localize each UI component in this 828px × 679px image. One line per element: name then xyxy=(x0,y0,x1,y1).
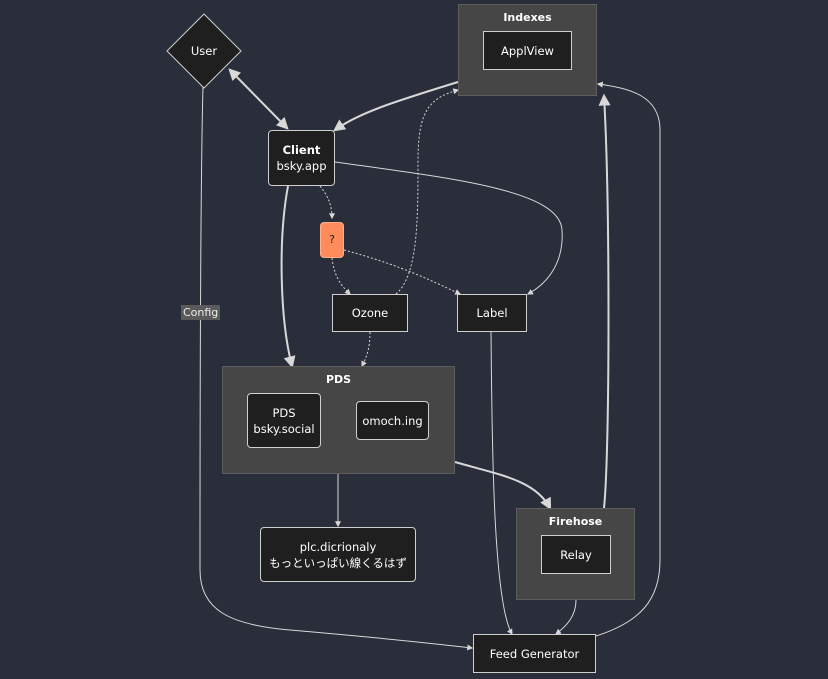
client-subtitle: bsky.app xyxy=(276,159,327,173)
indexes-title: Indexes xyxy=(503,11,552,24)
feed-generator-label: Feed Generator xyxy=(489,646,580,661)
pds-subtitle: bsky.social xyxy=(253,421,315,436)
edge-indexes-client xyxy=(333,81,459,132)
client-title: Client xyxy=(282,143,321,157)
feed-generator-node[interactable]: Feed Generator xyxy=(473,634,596,673)
pds-node[interactable]: PDS bsky.social xyxy=(247,393,321,448)
relay-label: Relay xyxy=(560,547,592,562)
question-node[interactable]: ? xyxy=(320,222,344,258)
label-label: Label xyxy=(476,306,508,320)
edge-client-question xyxy=(319,185,335,220)
edge-pds-firehose xyxy=(454,461,552,511)
omoch-node[interactable]: omoch.ing xyxy=(356,401,429,440)
label-node[interactable]: Label xyxy=(457,294,527,332)
client-node[interactable]: Client bsky.app xyxy=(268,130,335,186)
edge-feed-indexes xyxy=(595,81,661,637)
appview-node[interactable]: ApplView xyxy=(483,31,572,70)
edge-question-label xyxy=(343,249,462,295)
edge-ozone-pds xyxy=(361,331,371,368)
ozone-label: Ozone xyxy=(351,306,389,320)
appview-label: ApplView xyxy=(501,43,554,58)
edge-label-feed xyxy=(490,331,513,636)
edge-question-ozone xyxy=(331,257,351,295)
user-diamond-shape xyxy=(166,13,242,89)
relay-node[interactable]: Relay xyxy=(541,535,611,574)
plc-subtitle: もっといっぱい線くるはず xyxy=(269,555,407,570)
firehose-title: Firehose xyxy=(548,515,603,528)
edge-firehose-feed xyxy=(555,599,577,635)
edge-firehose-indexes xyxy=(598,93,611,509)
question-label: ? xyxy=(329,233,335,246)
edge-client-pds xyxy=(280,185,296,369)
edge-user-feed xyxy=(199,85,474,651)
edge-client-label xyxy=(334,161,563,295)
plc-title: plc.dicrionaly xyxy=(299,539,377,554)
user-node[interactable]: User xyxy=(166,13,242,89)
edge-user-client xyxy=(228,68,289,130)
omoch-label: omoch.ing xyxy=(362,413,423,428)
pds-cluster-title: PDS xyxy=(325,373,352,386)
edge-ozone-indexes xyxy=(395,88,460,295)
config-edge-label: Config xyxy=(181,305,221,320)
pds-title: PDS xyxy=(272,405,296,420)
ozone-node[interactable]: Ozone xyxy=(332,294,408,332)
user-label: User xyxy=(190,44,218,58)
plc-node[interactable]: plc.dicrionaly もっといっぱい線くるはず xyxy=(260,527,416,582)
